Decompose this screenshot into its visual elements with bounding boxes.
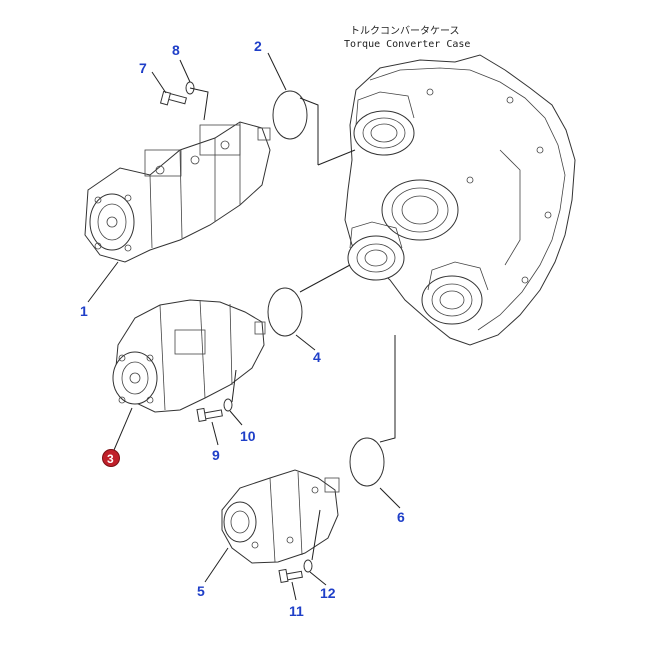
pump-assembly-5 [221,469,340,564]
leader-line-8-part [189,87,209,121]
leader-line-2-label [267,52,287,91]
callout-2[interactable]: 2 [254,38,262,54]
pump-assembly-3 [112,299,266,413]
o-ring-4 [267,287,303,337]
bolt-11 [278,568,303,584]
o-ring-6 [349,437,385,487]
bolt-7 [159,90,188,106]
leader-line-1 [87,261,119,303]
callout-1[interactable]: 1 [80,303,88,319]
leader-line-4 [299,264,351,293]
header-japanese: トルクコンバータケース [350,25,460,37]
leader-line-12 [309,571,327,586]
leader-line-2 [299,97,319,165]
callout-11[interactable]: 11 [289,603,304,619]
leader-line-9 [211,421,219,446]
pump-assembly-1 [84,121,271,263]
callout-3[interactable]: 3 [107,452,114,466]
callout-7[interactable]: 7 [139,60,147,76]
callout-4[interactable]: 4 [313,349,321,365]
torque-converter-case [344,54,576,346]
header-english: Torque Converter Case [344,39,470,50]
leader-line-12-part [311,509,321,561]
leader-line-4-label [295,334,316,351]
leader-line-8 [179,59,191,83]
callout-3-highlight[interactable] [102,449,120,467]
leader-line-10-part [231,369,237,403]
bolt-9 [196,407,223,423]
o-ring-2 [272,90,308,140]
leader-line-6 [379,335,396,443]
leader-line-7 [151,71,167,94]
leader-line-6-label [379,487,401,509]
leader-line-10 [229,410,243,426]
callout-9[interactable]: 9 [212,447,220,463]
callout-6[interactable]: 6 [397,509,405,525]
callout-10[interactable]: 10 [240,428,256,444]
washer-10 [223,398,233,412]
callout-12[interactable]: 12 [320,585,336,601]
washer-12 [303,559,313,573]
callout-8[interactable]: 8 [172,42,180,58]
leader-line-3 [113,407,133,451]
leader-line-case-top [317,149,356,166]
leader-line-11 [291,581,297,601]
leader-line-5 [204,547,229,583]
callout-5[interactable]: 5 [197,583,205,599]
